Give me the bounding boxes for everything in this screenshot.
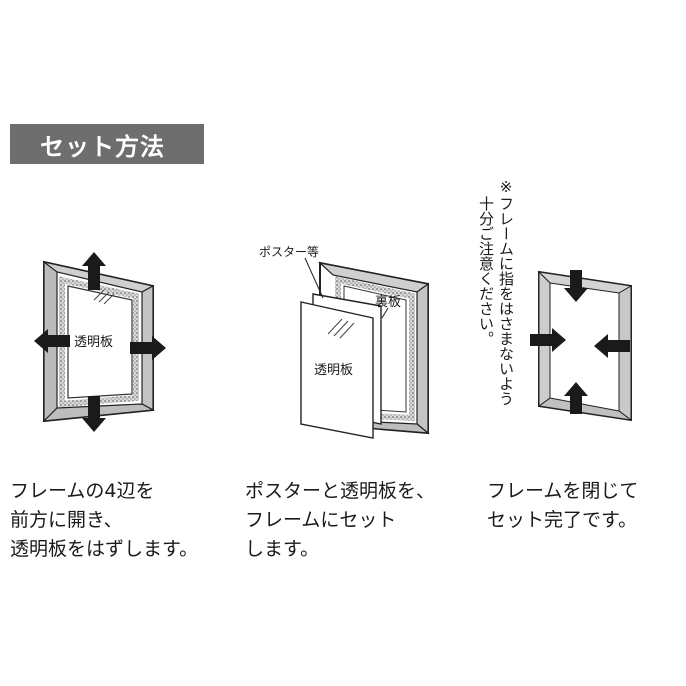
clear-panel: [67, 285, 133, 399]
step2-caption: ポスターと透明板を、 フレームにセット します。: [245, 477, 435, 564]
caption-line: 透明板をはずします。: [10, 538, 199, 560]
arrow-down-icon: [564, 270, 588, 302]
clear-panel-front: [300, 301, 374, 439]
arrow-right-icon: [130, 336, 166, 360]
back-board-label: 裏板: [375, 295, 401, 310]
poster-label: ポスター等: [259, 245, 319, 259]
caution-note-line1: ※フレームに指をはさまないよう: [497, 178, 515, 406]
caption-line: します。: [245, 538, 320, 560]
step2-panel-label: 透明板: [314, 363, 353, 378]
arrow-down-icon: [82, 396, 106, 432]
step1-caption: フレームの4辺を 前方に開き、 透明板をはずします。: [10, 477, 198, 564]
arrow-up-icon: [564, 382, 588, 414]
step1-arrows: [34, 252, 166, 432]
caption-line: フレームを閉じて: [487, 480, 639, 502]
arrow-left-icon: [34, 329, 70, 353]
section-header: セット方法: [10, 124, 204, 164]
arrow-right-icon: [530, 328, 566, 352]
frame-inner-edge: [59, 276, 139, 408]
step3-arrows: [530, 270, 630, 414]
caption-line: フレームの4辺を: [10, 480, 155, 502]
arrow-up-icon: [82, 252, 106, 290]
step3-illustration: [530, 270, 633, 422]
step1-illustration: 透明板: [34, 252, 166, 432]
caption-line: 前方に開き、: [10, 509, 123, 531]
caution-note-line2: 十分ご注意ください。: [477, 196, 495, 346]
step2-illustration: 透明板 ポスター等 裏板: [259, 245, 430, 439]
caption-line: ポスターと透明板を、: [245, 480, 436, 502]
caption-line: フレームにセット: [245, 509, 397, 531]
section-title: セット方法: [40, 132, 165, 161]
step3-caption: フレームを閉じて セット完了です。: [487, 477, 638, 535]
caption-line: セット完了です。: [487, 509, 638, 531]
step1-panel-label: 透明板: [74, 335, 113, 350]
arrow-left-icon: [594, 334, 630, 358]
